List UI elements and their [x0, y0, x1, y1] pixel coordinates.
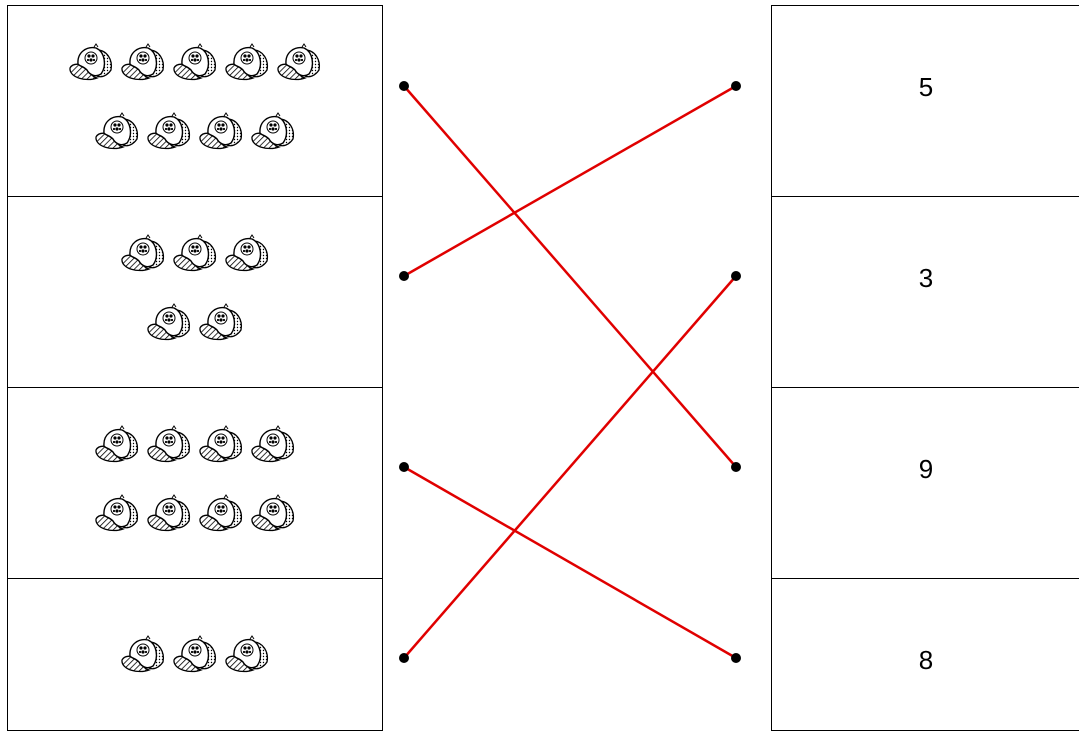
connection-line [404, 467, 736, 658]
connection-dot[interactable] [399, 653, 409, 663]
connection-line [404, 86, 736, 276]
connection-dot[interactable] [731, 462, 741, 472]
connection-dot[interactable] [731, 271, 741, 281]
connection-dot[interactable] [399, 462, 409, 472]
connection-line [404, 276, 736, 658]
connection-dot[interactable] [731, 81, 741, 91]
connection-dot[interactable] [399, 81, 409, 91]
connection-line [404, 86, 736, 467]
connection-dot[interactable] [731, 653, 741, 663]
connection-dot[interactable] [399, 271, 409, 281]
